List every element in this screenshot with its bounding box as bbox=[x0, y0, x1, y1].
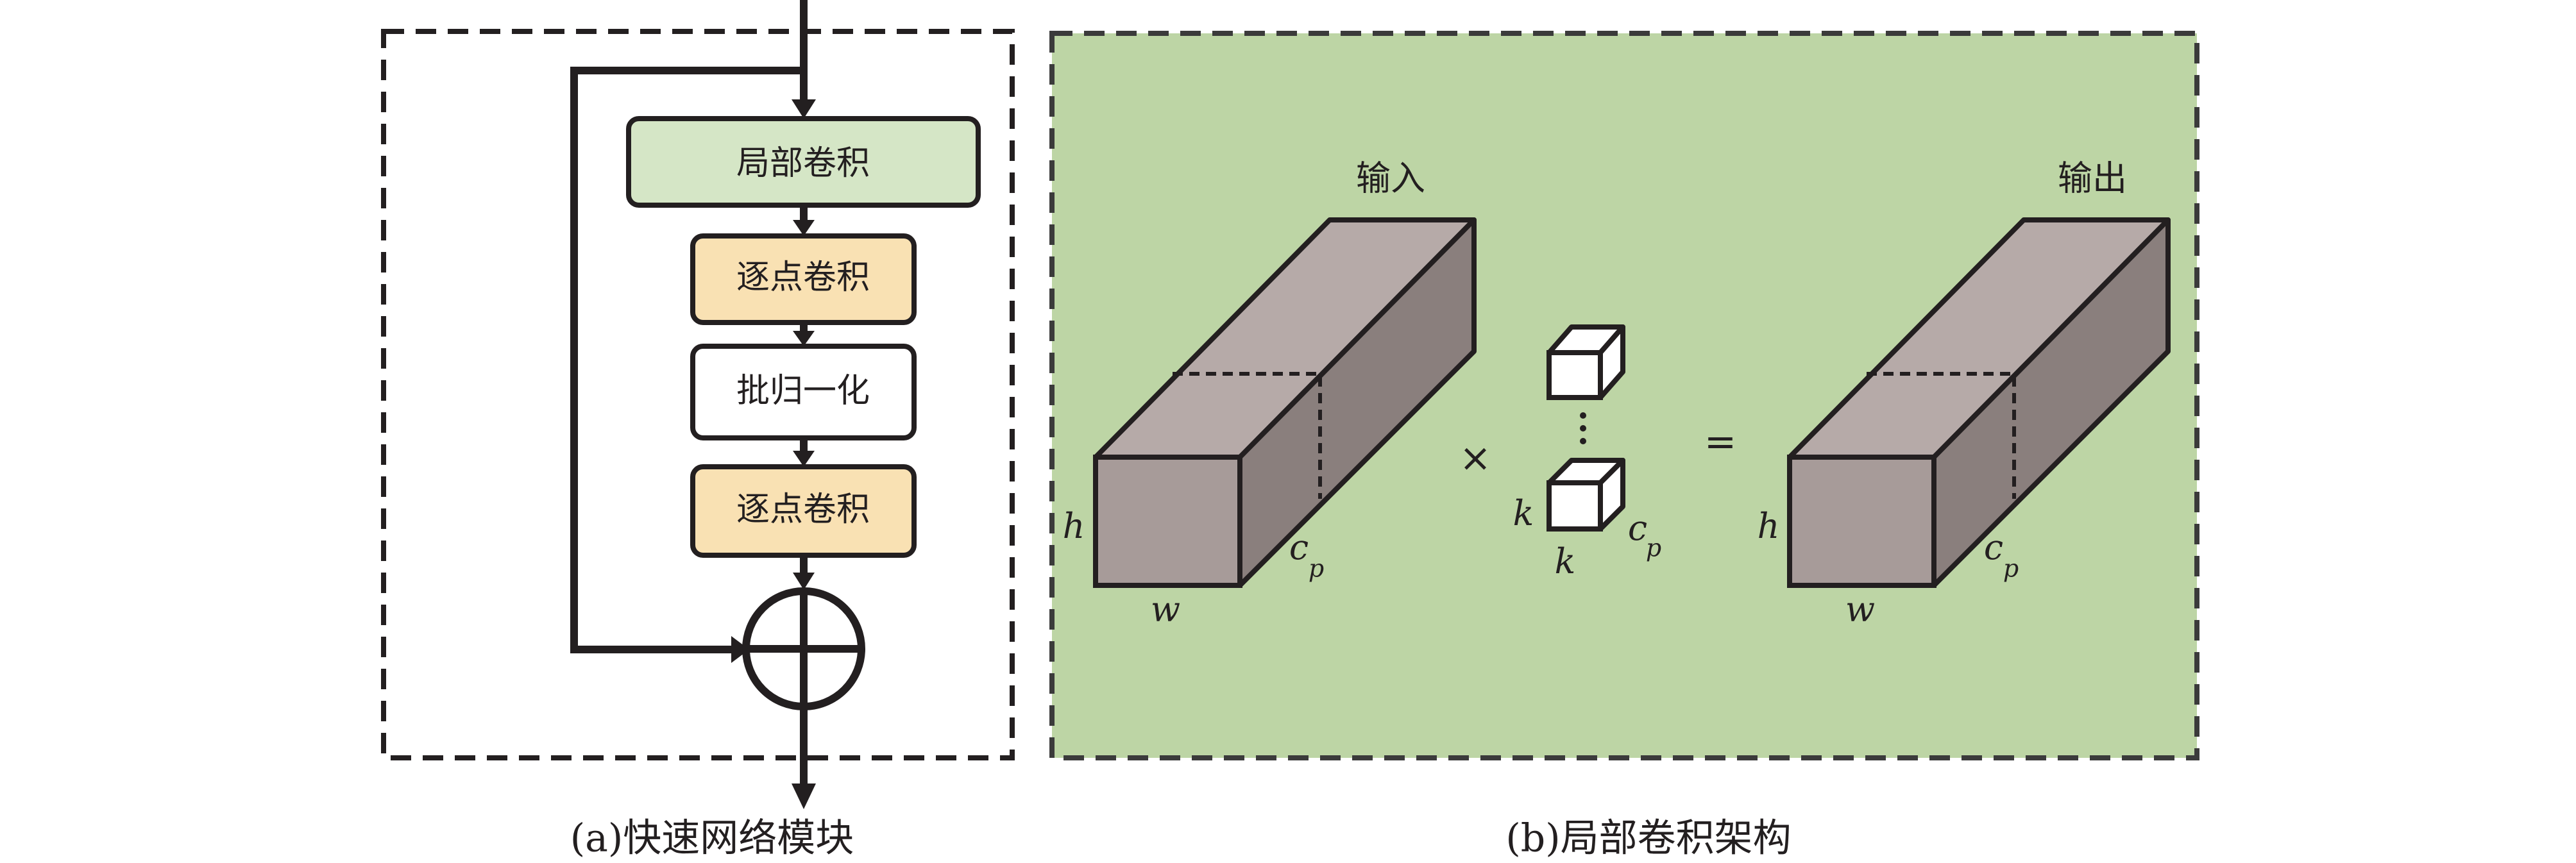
flow-arrowhead-2 bbox=[793, 331, 815, 346]
input-c-label: c bbox=[1289, 527, 1309, 567]
pointwise-conv-label-2: 逐点卷积 bbox=[736, 490, 870, 529]
input-tensor bbox=[1093, 217, 1477, 588]
output-label: 输出 bbox=[2058, 158, 2127, 199]
add-operator-icon bbox=[742, 587, 865, 710]
input-arrowhead bbox=[792, 99, 816, 119]
pointwise-conv-block-2 bbox=[690, 464, 917, 558]
panel-a-caption: (a)快速网络模块 bbox=[570, 816, 854, 861]
local-conv-label: 局部卷积 bbox=[736, 144, 870, 183]
flow-arrowhead-4 bbox=[793, 573, 815, 590]
skip-arrowhead bbox=[731, 636, 749, 663]
input-tensor-front-face bbox=[1093, 455, 1242, 588]
output-arrowhead bbox=[792, 783, 816, 809]
equals-symbol: = bbox=[1704, 420, 1736, 465]
kernel-k-bottom-label: k bbox=[1555, 541, 1576, 582]
kernel-p-subscript: p bbox=[1646, 534, 1661, 562]
skip-connection bbox=[570, 67, 804, 653]
output-h-label: h bbox=[1758, 506, 1780, 546]
panel-b-caption: (b)局部卷积架构 bbox=[1505, 816, 1791, 861]
input-h-label: h bbox=[1063, 506, 1085, 546]
local-conv-block bbox=[626, 116, 981, 208]
pointwise-conv-label-1: 逐点卷积 bbox=[736, 258, 870, 297]
input-w-label: w bbox=[1151, 589, 1180, 630]
kernel-cube-top bbox=[1546, 324, 1625, 400]
batch-norm-label: 批归一化 bbox=[736, 372, 870, 410]
panel-a: 局部卷积 逐点卷积 批归一化 逐点卷积 (a)快速网络模块 bbox=[381, 0, 1015, 861]
kernel-c-label: c bbox=[1628, 508, 1647, 548]
multiply-symbol: × bbox=[1459, 436, 1491, 481]
output-p-subscript: p bbox=[2003, 555, 2019, 583]
kernel-ellipsis bbox=[1580, 412, 1586, 444]
output-tensor-front-face bbox=[1787, 455, 1936, 588]
flow-arrowhead-1 bbox=[793, 220, 815, 236]
panel-a-border bbox=[381, 29, 1015, 760]
batch-norm-block bbox=[690, 344, 917, 440]
kernel-cube-bottom bbox=[1546, 458, 1625, 532]
output-w-label: w bbox=[1845, 589, 1875, 630]
flow-arrowhead-3 bbox=[793, 451, 815, 467]
kernel-k-side-label: k bbox=[1513, 493, 1534, 533]
panel-b: 输入 h w c p × k k c bbox=[1049, 31, 2199, 861]
output-c-label: c bbox=[1984, 527, 2003, 567]
output-tensor bbox=[1787, 217, 2171, 588]
pointwise-conv-block-1 bbox=[690, 233, 917, 325]
input-label: 输入 bbox=[1356, 158, 1425, 199]
input-p-subscript: p bbox=[1309, 555, 1324, 583]
